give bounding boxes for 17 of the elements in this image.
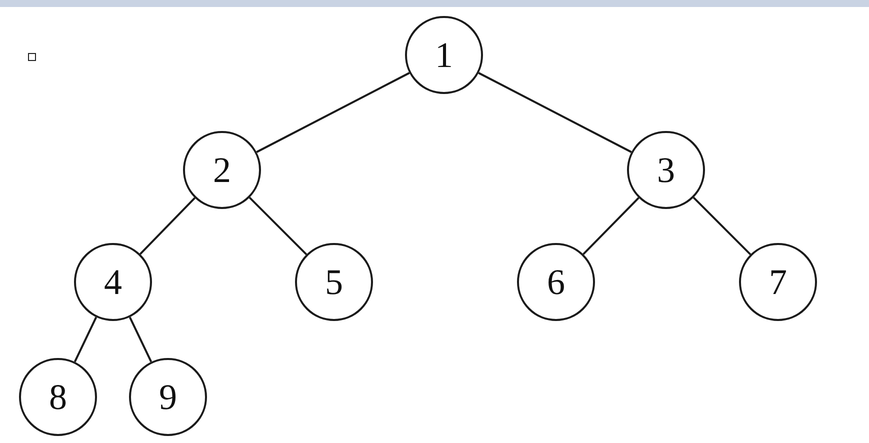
connector-line bbox=[478, 72, 632, 153]
connector-line bbox=[692, 196, 752, 256]
connector-line bbox=[582, 197, 640, 255]
node-number: 3 bbox=[657, 152, 675, 188]
connector-line bbox=[128, 316, 152, 362]
node-number: 6 bbox=[547, 264, 565, 300]
node-number: 9 bbox=[159, 379, 177, 415]
node-number: 4 bbox=[104, 264, 122, 300]
node-number: 1 bbox=[435, 37, 453, 73]
connector-line bbox=[256, 72, 410, 153]
connector-line bbox=[74, 316, 98, 362]
node-number: 8 bbox=[49, 379, 67, 415]
node-number: 2 bbox=[213, 152, 231, 188]
node-number: 7 bbox=[769, 264, 787, 300]
connector-line bbox=[248, 196, 308, 256]
connector-line bbox=[139, 197, 196, 255]
node-number: 5 bbox=[325, 264, 343, 300]
